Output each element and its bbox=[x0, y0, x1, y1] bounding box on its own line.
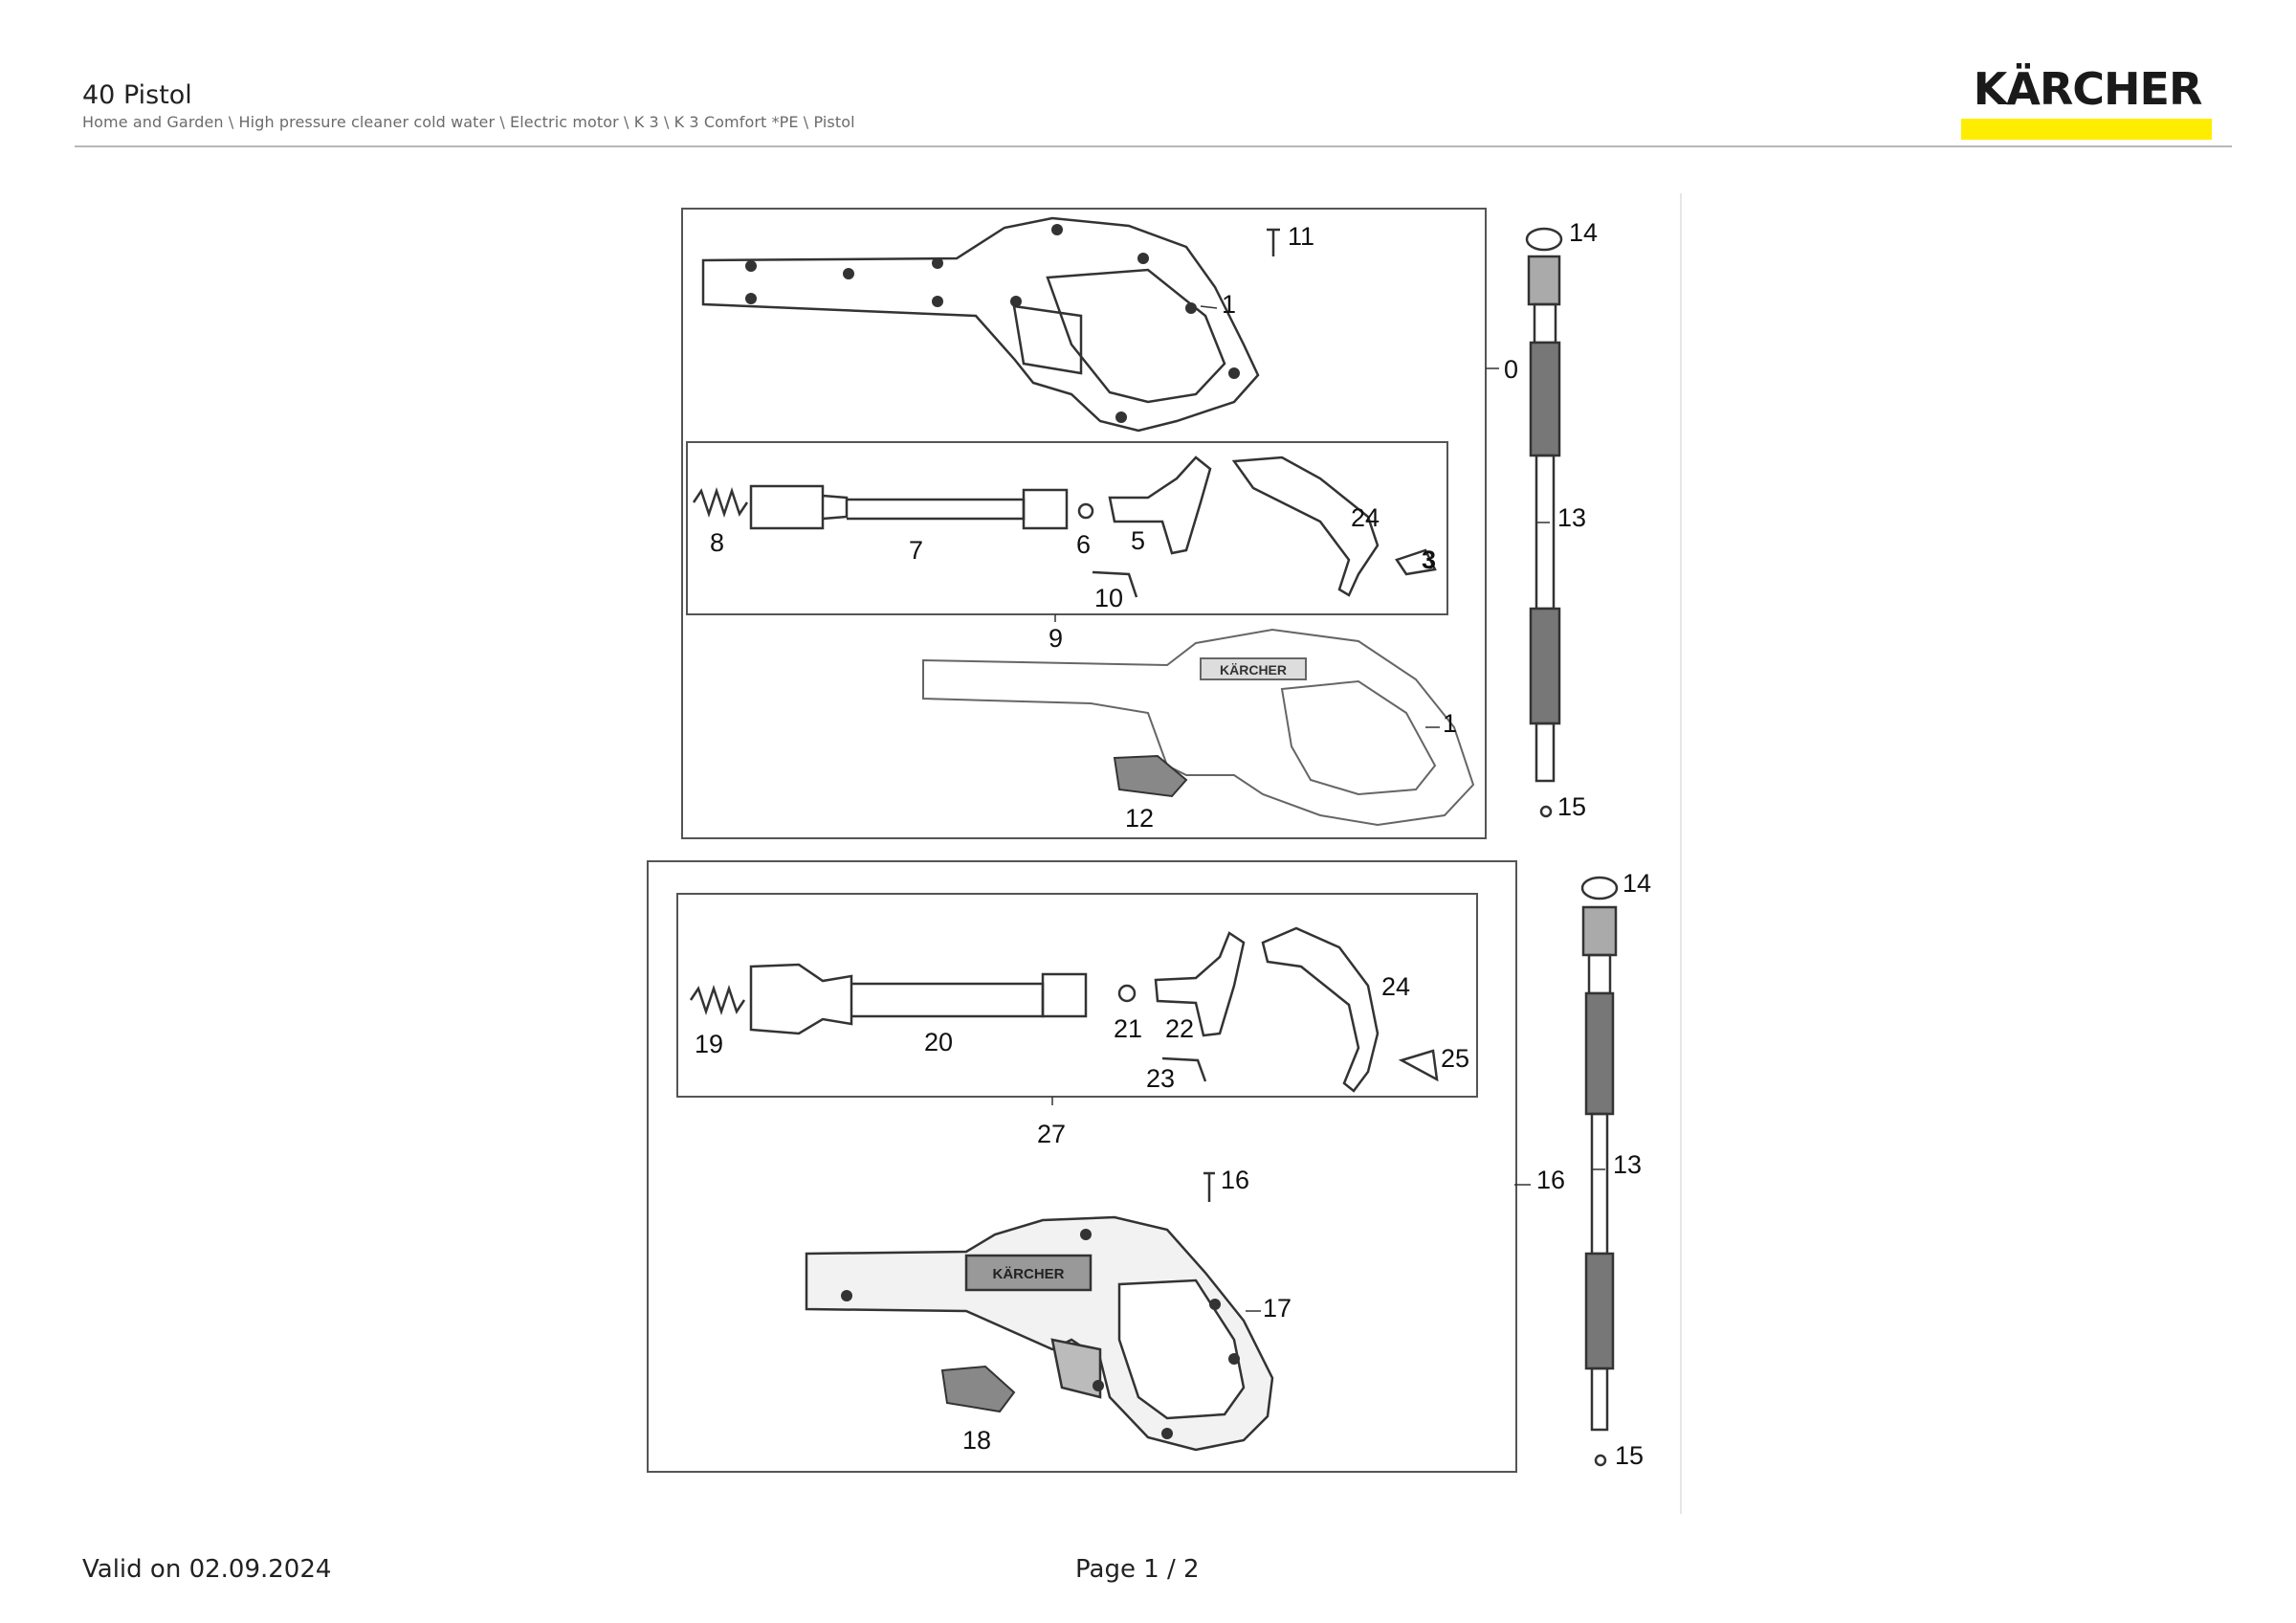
o-ring-part-6 bbox=[1077, 502, 1094, 520]
logo-wordmark: KÄRCHER bbox=[1973, 63, 2203, 115]
label-part-15-top: 15 bbox=[1557, 792, 1586, 821]
o-ring-part-14-bottom bbox=[1580, 876, 1619, 900]
label-part-1-top: 1 bbox=[1222, 290, 1236, 319]
label-part-24-upper: 24 bbox=[1351, 503, 1380, 532]
screw-part-11 bbox=[1267, 228, 1280, 256]
button-part-25 bbox=[1398, 1049, 1439, 1082]
label-part-19: 19 bbox=[695, 1030, 723, 1058]
karcher-logo: KÄRCHER bbox=[1961, 67, 2214, 140]
label-part-10: 10 bbox=[1094, 584, 1123, 612]
breadcrumb[interactable]: Home and Garden \ High pressure cleaner … bbox=[82, 113, 855, 131]
page-title: 40 Pistol bbox=[82, 80, 192, 110]
trigger-part-2-4 bbox=[1231, 456, 1380, 597]
button-part-3 bbox=[1395, 548, 1437, 576]
label-part-27: 27 bbox=[1037, 1120, 1066, 1148]
header-divider bbox=[75, 145, 2232, 147]
gun-housing-outline-top bbox=[701, 216, 1260, 433]
spring-part-19 bbox=[689, 985, 746, 1015]
spray-lance-lower bbox=[1580, 876, 1619, 1467]
upper-internal-parts bbox=[692, 456, 1437, 598]
upper-inner-frame bbox=[686, 441, 1448, 615]
lower-inner-frame bbox=[676, 893, 1478, 1098]
lower-internal-parts bbox=[689, 926, 1439, 1093]
o-ring-part-14-top bbox=[1525, 227, 1563, 252]
lance-tube-part-7 bbox=[847, 498, 1026, 521]
o-ring-part-21 bbox=[1117, 984, 1137, 1003]
label-part-12: 12 bbox=[1125, 804, 1154, 833]
o-ring-part-15-top bbox=[1539, 805, 1553, 818]
label-part-1-side: 1 bbox=[1443, 709, 1457, 738]
screw-part-16 bbox=[1203, 1171, 1215, 1202]
label-part-25: 25 bbox=[1441, 1044, 1469, 1073]
label-part-7: 7 bbox=[909, 536, 923, 565]
valve-part-5 bbox=[1108, 456, 1212, 555]
label-part-14-bottom: 14 bbox=[1623, 869, 1651, 898]
spray-lance-upper bbox=[1525, 227, 1563, 818]
label-part-11: 11 bbox=[1288, 222, 1314, 251]
logo-yellow-bar bbox=[1961, 119, 2212, 140]
lower-assembly-frame bbox=[647, 860, 1517, 1473]
label-part-8: 8 bbox=[710, 528, 724, 557]
label-part-6: 6 bbox=[1076, 530, 1091, 559]
gun-logo-text-lower: KÄRCHER bbox=[993, 1266, 1065, 1282]
label-part-15-bottom: 15 bbox=[1615, 1441, 1644, 1470]
clip-part-23 bbox=[1161, 1056, 1207, 1082]
nozzle-selector-part-18 bbox=[940, 1365, 1016, 1413]
gun-housing-side-view bbox=[922, 628, 1475, 827]
nozzle-body-part-20 bbox=[749, 963, 853, 1035]
lance-tube-part-20 bbox=[851, 982, 1045, 1018]
label-part-5: 5 bbox=[1131, 526, 1145, 555]
label-part-20: 20 bbox=[924, 1028, 953, 1056]
label-part-0: 0 bbox=[1504, 355, 1518, 384]
upper-assembly-frame bbox=[681, 208, 1487, 839]
label-part-24-lower: 24 bbox=[1381, 972, 1410, 1001]
valve-part-22 bbox=[1154, 931, 1246, 1037]
label-part-14-top: 14 bbox=[1569, 218, 1598, 247]
gun-housing-part-17 bbox=[805, 1215, 1274, 1452]
spring-part-8 bbox=[692, 487, 749, 518]
nozzle-selector-part-12 bbox=[1113, 754, 1188, 798]
label-part-3: 3 bbox=[1422, 545, 1436, 574]
label-part-18: 18 bbox=[962, 1426, 991, 1455]
label-part-22: 22 bbox=[1165, 1014, 1194, 1043]
label-part-17: 17 bbox=[1263, 1294, 1292, 1323]
page-number: Page 1 / 2 bbox=[1075, 1555, 1200, 1584]
label-part-23: 23 bbox=[1146, 1064, 1175, 1093]
label-part-9: 9 bbox=[1049, 624, 1063, 653]
label-part-16-screw: 16 bbox=[1221, 1166, 1249, 1194]
nozzle-body-part-7 bbox=[749, 484, 825, 530]
label-part-21: 21 bbox=[1114, 1014, 1142, 1043]
label-part-13-bottom: 13 bbox=[1613, 1150, 1642, 1179]
validity-date: Valid on 02.09.2024 bbox=[82, 1555, 332, 1584]
housing-screw-holes bbox=[745, 224, 1240, 423]
label-part-13-top: 13 bbox=[1557, 503, 1586, 532]
housing-lower-screw-holes bbox=[841, 1229, 1240, 1439]
label-part-16-frame: 16 bbox=[1536, 1166, 1565, 1194]
gun-logo-text: KÄRCHER bbox=[1220, 662, 1287, 678]
trigger-part-24-lower bbox=[1261, 926, 1380, 1093]
o-ring-part-15-bottom bbox=[1594, 1454, 1607, 1467]
clip-part-10 bbox=[1092, 570, 1138, 598]
page-vertical-divider bbox=[1680, 193, 1682, 1514]
